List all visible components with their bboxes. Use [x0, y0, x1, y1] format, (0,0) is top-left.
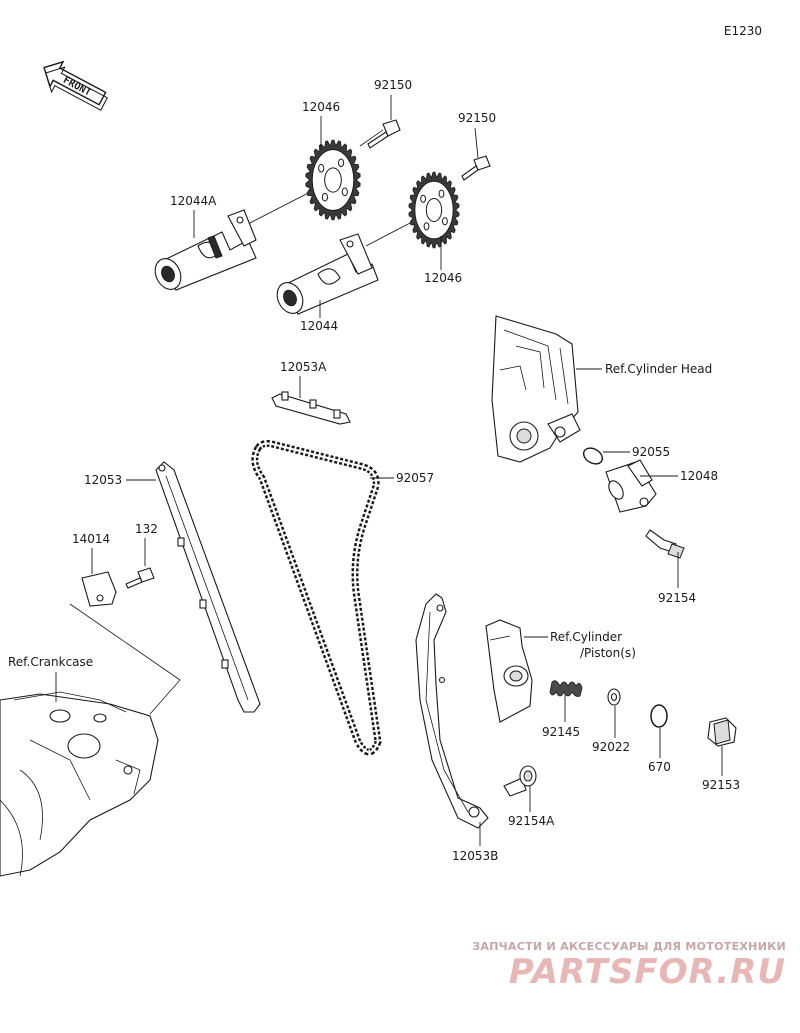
cam-sprocket-exhaust-bolt-hole	[423, 222, 430, 231]
cam-sprocket-exhaust	[408, 171, 460, 249]
guide-bolt-callout: 92154A	[508, 814, 555, 828]
cam-sprocket-bolt-exhaust	[461, 155, 491, 181]
cylinder-piston-ref-drawing	[485, 619, 533, 723]
cam-sprocket-exhaust-bolt-hole	[420, 194, 427, 203]
cam-sprocket-intake-bolt-hole	[338, 158, 345, 168]
cam-sprocket-intake	[305, 139, 361, 221]
cam-sprocket-exhaust-callout: 12046	[424, 271, 462, 285]
camshaft-exhaust	[276, 221, 413, 315]
washer-callout: 92022	[592, 740, 630, 754]
cylinder-head-ref-drawing	[491, 315, 581, 463]
camshaft-intake-callout: 12044A	[170, 194, 217, 208]
camshaft-intake	[154, 187, 319, 291]
plug	[707, 717, 737, 747]
tensioner-bolt-callout: 92154	[658, 591, 696, 605]
guide-bolt	[503, 765, 537, 797]
spring-callout: 92145	[542, 725, 580, 739]
cam-sprocket-intake-callout: 12046	[302, 100, 340, 114]
washer	[607, 688, 621, 706]
timing-chain-callout: 92057	[396, 471, 434, 485]
cam-sprocket-bolt-exhaust-leader-line	[474, 127, 479, 159]
cam-sprocket-intake-bolt-hole	[321, 192, 328, 202]
cam-sprocket-bolt-intake-callout: 92150	[374, 78, 412, 92]
cam-sprocket-intake-hub	[324, 167, 342, 193]
chain-guide-rear	[415, 593, 489, 829]
o-ring-callout: 670	[648, 760, 671, 774]
camshaft-exhaust-callout: 12044	[300, 319, 338, 333]
chain-guide-front	[155, 461, 261, 713]
o-ring-tensioner	[582, 447, 604, 465]
o-ring	[650, 704, 668, 728]
crankcase-ref-drawing	[0, 691, 159, 877]
plate-bolt	[125, 567, 155, 589]
cam-sprocket-bolt-intake	[359, 119, 401, 149]
timing-chain	[251, 440, 382, 756]
chain-guide-rear-callout: 12053B	[452, 849, 498, 863]
cylinder-piston-ref-2-callout: /Piston(s)	[580, 646, 636, 660]
watermark-tagline: ЗАПЧАСТИ И АКСЕССУАРЫ ДЛЯ МОТОТЕХНИКИ	[472, 940, 786, 953]
o-ring-tensioner-callout: 92055	[632, 445, 670, 459]
cam-sprocket-bolt-exhaust-callout: 92150	[458, 111, 496, 125]
diagram-code: E1230	[723, 24, 762, 38]
chain-guide-upper	[271, 391, 351, 425]
plate-bolt-callout: 132	[135, 522, 158, 536]
cylinder-piston-ref-1-callout: Ref.Cylinder	[550, 630, 622, 644]
front-arrow-icon: FRONT	[43, 60, 108, 111]
cam-sprocket-exhaust-bolt-hole	[438, 189, 445, 198]
cam-sprocket-exhaust-bolt-hole	[442, 217, 448, 226]
cam-sprocket-intake-bolt-hole	[318, 163, 325, 173]
plate-callout: 14014	[72, 532, 110, 546]
plug-callout: 92153	[702, 778, 740, 792]
spring	[549, 680, 583, 697]
cam-sprocket-exhaust-hub	[425, 197, 443, 223]
crankcase-ref-callout: Ref.Crankcase	[8, 655, 93, 669]
watermark: ЗАПЧАСТИ И АКСЕССУАРЫ ДЛЯ МОТОТЕХНИКИ PA…	[472, 940, 786, 991]
chain-guide-upper-callout: 12053A	[280, 360, 327, 374]
plate	[81, 571, 117, 607]
cam-sprocket-intake-bolt-hole	[341, 187, 348, 197]
cylinder-head-ref-callout: Ref.Cylinder Head	[605, 362, 712, 376]
tensioner-bolt	[645, 529, 685, 559]
tensioner	[605, 459, 657, 513]
chain-guide-front-callout: 12053	[84, 473, 122, 487]
tensioner-callout: 12048	[680, 469, 718, 483]
watermark-logo: PARTSFOR.RU	[508, 952, 786, 992]
